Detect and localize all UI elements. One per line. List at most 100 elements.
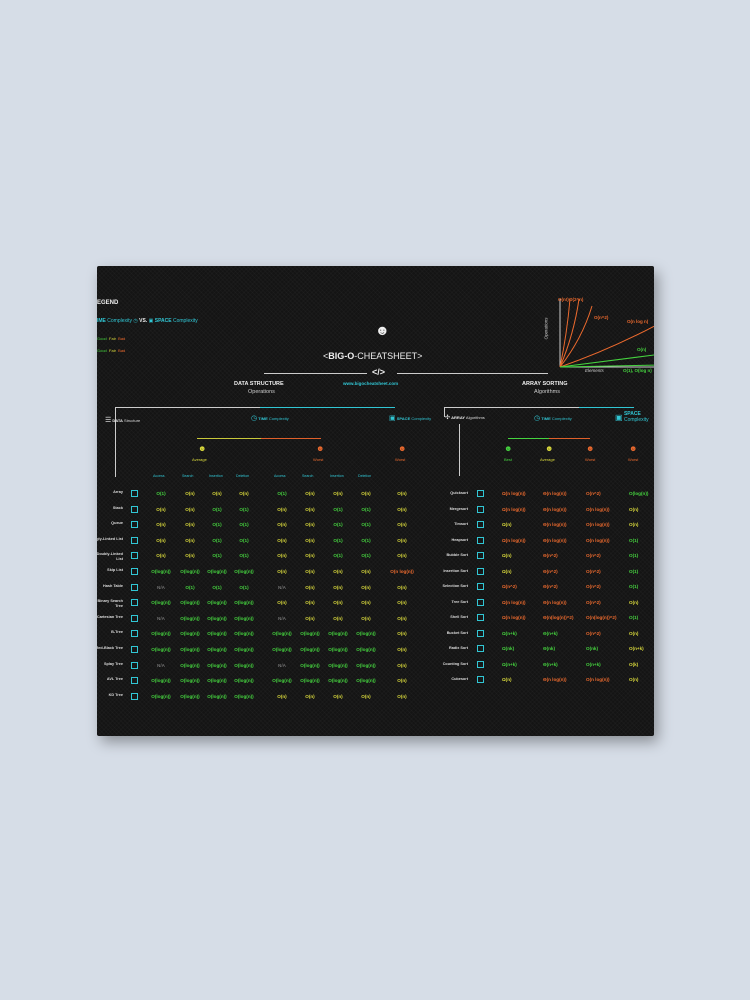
complexity-cell: O(log(n)) xyxy=(356,662,376,668)
divider xyxy=(264,373,367,374)
legend-time-complexity: Complexity xyxy=(107,318,133,324)
data-structure-icon xyxy=(131,552,138,560)
legend-space-ratings: Good Fair Bad xyxy=(97,348,125,353)
complexity-cell: O(n) xyxy=(185,537,195,543)
complexity-cell: O(n^2) xyxy=(586,584,601,589)
curve-label-nlogn: O(n log n) xyxy=(627,319,649,324)
complexity-cell: O(log(n)) xyxy=(356,631,376,637)
curve-label-quadratic: O(n^2) xyxy=(594,315,609,320)
complexity-cell: O(1) xyxy=(212,553,222,559)
complexity-cell: O(1) xyxy=(239,522,249,528)
legend-space-label: SPACE xyxy=(154,318,172,324)
complexity-cell: O(log(n)) xyxy=(180,631,200,637)
complexity-cell: O(log(n)) xyxy=(234,631,254,637)
row-label: Shell Sort xyxy=(450,615,468,619)
complexity-cell: O(n) xyxy=(361,600,371,606)
complexity-cell: Θ(n log(n)) xyxy=(543,522,567,527)
complexity-cell: O(1) xyxy=(629,615,639,620)
sort-algorithm-icon xyxy=(477,614,484,621)
complexity-cell: N/A xyxy=(278,615,286,621)
complexity-cell: N/A xyxy=(278,584,286,590)
complexity-cell: O(log(n)) xyxy=(180,647,200,652)
complexity-cell: O(n) xyxy=(185,522,195,528)
sort-space-sub: Complexity xyxy=(623,416,649,423)
complexity-cell: N/A xyxy=(157,584,165,590)
op-header-deletion: Deletion xyxy=(236,474,250,478)
page-title: <BIG-O-CHEATSHEET> xyxy=(323,351,422,361)
complexity-cell: N/A xyxy=(157,662,165,668)
ds-col-data: ☰ DATA Structure xyxy=(105,416,140,424)
data-structure-icon xyxy=(131,677,138,685)
average-mask-icon: ☻ xyxy=(545,444,554,453)
complexity-cell: O(n) xyxy=(305,506,315,512)
complexity-cell: O(n) xyxy=(212,491,222,496)
complexity-cell: Ω(n+k) xyxy=(502,661,517,667)
curve-label-linear: O(n) xyxy=(637,347,647,352)
complexity-cell: O(n) xyxy=(397,631,407,637)
website-link[interactable]: www.bigocheatsheet.com xyxy=(343,381,399,386)
curve-quadratic xyxy=(559,305,593,368)
sort-title: ARRAY SORTING xyxy=(522,381,568,387)
curve-label-factorial: O(n!) xyxy=(558,297,569,302)
ds-subtitle: Operations xyxy=(248,389,275,395)
window-icon: ▣ xyxy=(148,318,154,324)
curve-factorial xyxy=(559,298,571,368)
complexity-cell: O(1) xyxy=(361,522,371,528)
data-structure-icon xyxy=(131,614,138,622)
ds-time-sub: Complexity xyxy=(268,416,289,421)
complexity-cell: O(log(n)) xyxy=(328,678,348,684)
complexity-cell: O(n+k) xyxy=(629,646,644,651)
complexity-cell: O(n) xyxy=(629,599,639,605)
complexity-cell: O(1) xyxy=(629,553,639,558)
tree-line xyxy=(444,407,445,417)
complexity-graph xyxy=(559,298,654,368)
row-label: Insertion Sort xyxy=(443,568,468,573)
complexity-cell: O(log(n)) xyxy=(180,662,200,668)
complexity-cell: O(n) xyxy=(277,693,287,699)
sort-algorithm-icon xyxy=(477,598,484,606)
complexity-cell: O(log(n)) xyxy=(300,631,320,637)
ds-time-label: TIME xyxy=(258,416,268,421)
complexity-cell: O(log(n)) xyxy=(180,600,200,606)
complexity-cell: O(n) xyxy=(156,522,166,528)
sort-time-sub: Complexity xyxy=(551,416,572,421)
complexity-cell: Ω(n log(n)) xyxy=(502,599,526,605)
complexity-cell: Θ(nk) xyxy=(543,646,555,651)
complexity-cell: O(n) xyxy=(397,678,407,684)
array-nodes-icon: ✣ xyxy=(445,415,451,421)
complexity-cell: Θ(n log(n)) xyxy=(543,677,567,682)
row-label: Heapsort xyxy=(451,537,468,542)
complexity-cell: Ω(n) xyxy=(502,677,512,682)
tree-line xyxy=(197,438,261,439)
complexity-cell: O(n^2) xyxy=(586,630,601,636)
complexity-cell: O(n) xyxy=(397,693,407,699)
complexity-cell: O(n) xyxy=(156,553,166,559)
tree-line xyxy=(115,407,260,408)
sort-algorithm-icon xyxy=(477,629,484,637)
data-structure-icon xyxy=(131,583,138,591)
complexity-cell: O(log(n)) xyxy=(234,678,254,684)
complexity-cell: O(1) xyxy=(361,553,371,559)
complexity-cell: O(n log(n)) xyxy=(586,677,610,682)
complexity-cell: O(log(n)) xyxy=(151,693,171,699)
sort-algorithm-icon xyxy=(477,490,484,497)
window-icon: ▣ xyxy=(389,415,396,422)
complexity-cell: O(1) xyxy=(239,537,249,543)
best-mask-icon: ☻ xyxy=(504,444,513,453)
row-label: Hash Table xyxy=(103,583,123,588)
row-label: Doubly-Linked List xyxy=(97,552,123,561)
ds-space-label: SPACE xyxy=(396,416,411,421)
complexity-cell: O(log(n)) xyxy=(234,600,254,606)
complexity-cell: O(log(n)) xyxy=(207,678,227,684)
row-label: Skip List xyxy=(107,568,123,572)
complexity-cell: Ω(n) xyxy=(502,522,512,527)
op-header-access: Access xyxy=(274,474,286,478)
complexity-cell: O(n) xyxy=(333,491,343,496)
complexity-cell: O(n) xyxy=(361,569,371,574)
complexity-cell: O(n) xyxy=(156,506,166,512)
tree-line xyxy=(549,438,590,439)
complexity-cell: O(1) xyxy=(212,584,222,590)
ds-title: DATA STRUCTURE xyxy=(234,381,284,387)
op-header-access: Access xyxy=(153,474,165,478)
